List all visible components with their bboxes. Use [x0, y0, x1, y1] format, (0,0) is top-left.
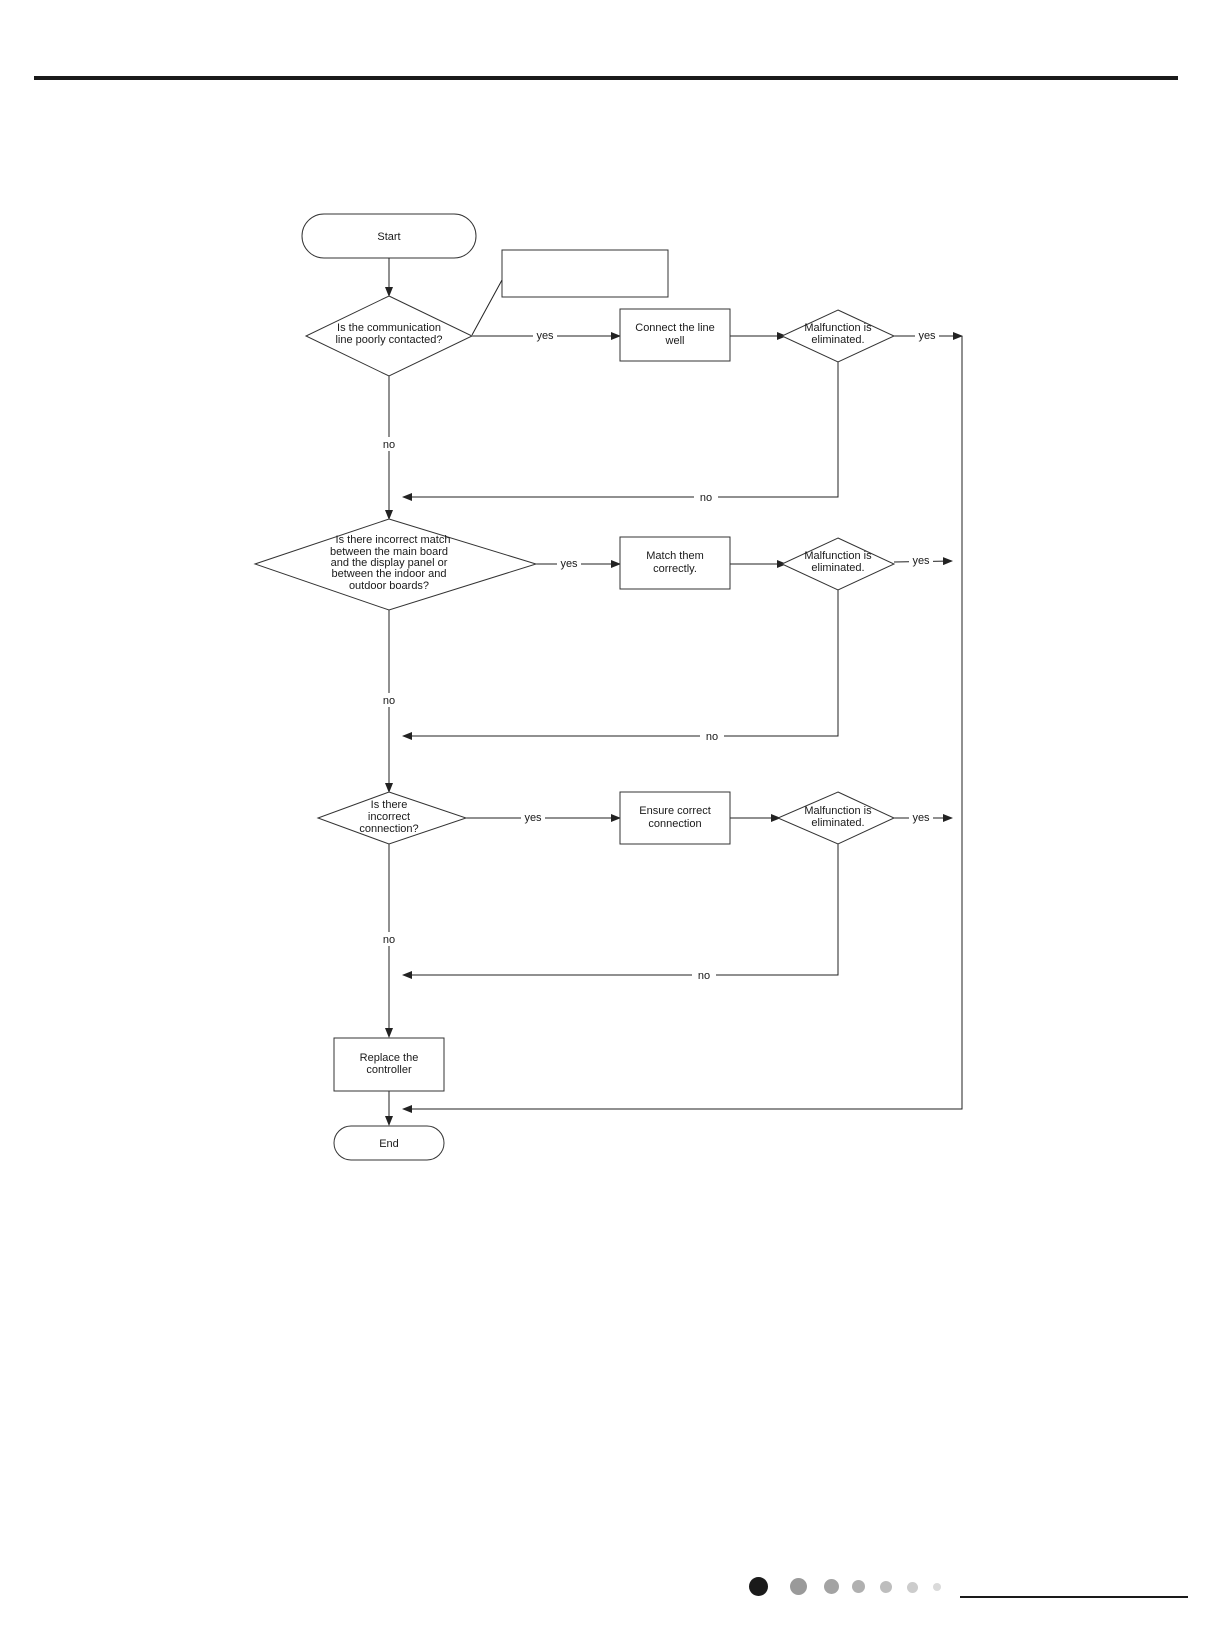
- page-dot-6: [907, 1582, 918, 1593]
- action-connect-line: Connect the line well: [619, 308, 731, 362]
- svg-text:Malfunction is: Malfunction is: [804, 550, 872, 562]
- decision-malfunction-3: Malfunction is eliminated.: [776, 791, 896, 845]
- svg-text:yes: yes: [918, 330, 936, 342]
- edge-m1-no: [402, 362, 839, 501]
- svg-text:no: no: [383, 934, 395, 946]
- label-yes-4: yes: [909, 554, 933, 568]
- svg-text:Match them: Match them: [646, 550, 703, 562]
- svg-text:connection: connection: [648, 818, 701, 830]
- svg-text:Replace the: Replace the: [360, 1052, 419, 1064]
- svg-text:Ensure correct: Ensure correct: [639, 805, 711, 817]
- label-no-2: no: [694, 490, 718, 504]
- svg-text:controller: controller: [366, 1064, 412, 1076]
- svg-text:between the main board: between the main board: [330, 546, 448, 558]
- svg-text:no: no: [706, 731, 718, 743]
- svg-text:Connect the line: Connect the line: [635, 322, 715, 334]
- svg-text:eliminated.: eliminated.: [811, 562, 864, 574]
- action-ensure-connection: Ensure correct connection: [619, 791, 731, 845]
- top-rule: [34, 76, 1178, 80]
- page-dot-5: [880, 1581, 892, 1593]
- label-yes-3: yes: [557, 556, 581, 570]
- page-dot-1: [749, 1577, 768, 1596]
- svg-text:yes: yes: [912, 555, 930, 567]
- label-no-3: no: [377, 693, 401, 707]
- label-yes-6: yes: [909, 810, 933, 824]
- decision-incorrect-connection: Is there incorrect connection?: [316, 791, 468, 845]
- svg-text:no: no: [698, 970, 710, 982]
- svg-text:line poorly contacted?: line poorly contacted?: [335, 334, 442, 346]
- svg-text:well: well: [665, 335, 685, 347]
- start-node: Start: [301, 213, 477, 259]
- end-node: End: [333, 1125, 445, 1161]
- svg-text:correctly.: correctly.: [653, 563, 697, 575]
- start-label: Start: [377, 231, 400, 243]
- svg-text:Is the communication: Is the communication: [337, 322, 441, 334]
- svg-text:Malfunction is: Malfunction is: [804, 805, 872, 817]
- action-match-correctly: Match them correctly.: [619, 536, 731, 590]
- svg-text:outdoor boards?: outdoor boards?: [349, 580, 429, 592]
- label-yes-1: yes: [533, 328, 557, 342]
- svg-text:End: End: [379, 1138, 399, 1150]
- decision-communication-line: Is the communication line poorly contact…: [304, 295, 474, 377]
- page-dot-4: [852, 1580, 865, 1593]
- svg-text:connection?: connection?: [359, 823, 418, 835]
- svg-text:Is there incorrect match: Is there incorrect match: [336, 534, 451, 546]
- svg-text:yes: yes: [536, 330, 554, 342]
- svg-text:yes: yes: [560, 558, 578, 570]
- label-yes-5: yes: [521, 810, 545, 824]
- svg-text:incorrect: incorrect: [368, 811, 410, 823]
- label-no-4: no: [700, 729, 724, 743]
- svg-text:Is there: Is there: [371, 799, 408, 811]
- svg-text:between the indoor and: between the indoor and: [332, 568, 447, 580]
- action-replace-controller: Replace the controller: [333, 1037, 445, 1092]
- label-no-6: no: [692, 968, 716, 982]
- svg-text:yes: yes: [524, 812, 542, 824]
- page-dot-7: [933, 1583, 941, 1591]
- svg-text:no: no: [700, 492, 712, 504]
- label-no-1: no: [377, 437, 401, 451]
- svg-text:no: no: [383, 439, 395, 451]
- svg-text:and the display panel or: and the display panel or: [331, 557, 448, 569]
- decision-malfunction-2: Malfunction is eliminated.: [780, 537, 896, 591]
- callout-box: [471, 249, 669, 336]
- label-yes-2: yes: [915, 328, 939, 342]
- page-dot-3: [824, 1579, 839, 1594]
- decision-incorrect-match: Is there incorrect match between the mai…: [253, 518, 538, 611]
- svg-text:Malfunction is: Malfunction is: [804, 322, 872, 334]
- page-dot-2: [790, 1578, 807, 1595]
- edge-m2-no: [402, 590, 839, 740]
- svg-text:no: no: [383, 695, 395, 707]
- decision-malfunction-1: Malfunction is eliminated.: [780, 309, 896, 363]
- svg-text:yes: yes: [912, 812, 930, 824]
- edge-right-return: [402, 336, 963, 1113]
- svg-text:eliminated.: eliminated.: [811, 817, 864, 829]
- bottom-rule: [960, 1596, 1188, 1598]
- svg-text:eliminated.: eliminated.: [811, 334, 864, 346]
- edge-m3-no: [402, 844, 839, 979]
- label-no-5: no: [377, 932, 401, 946]
